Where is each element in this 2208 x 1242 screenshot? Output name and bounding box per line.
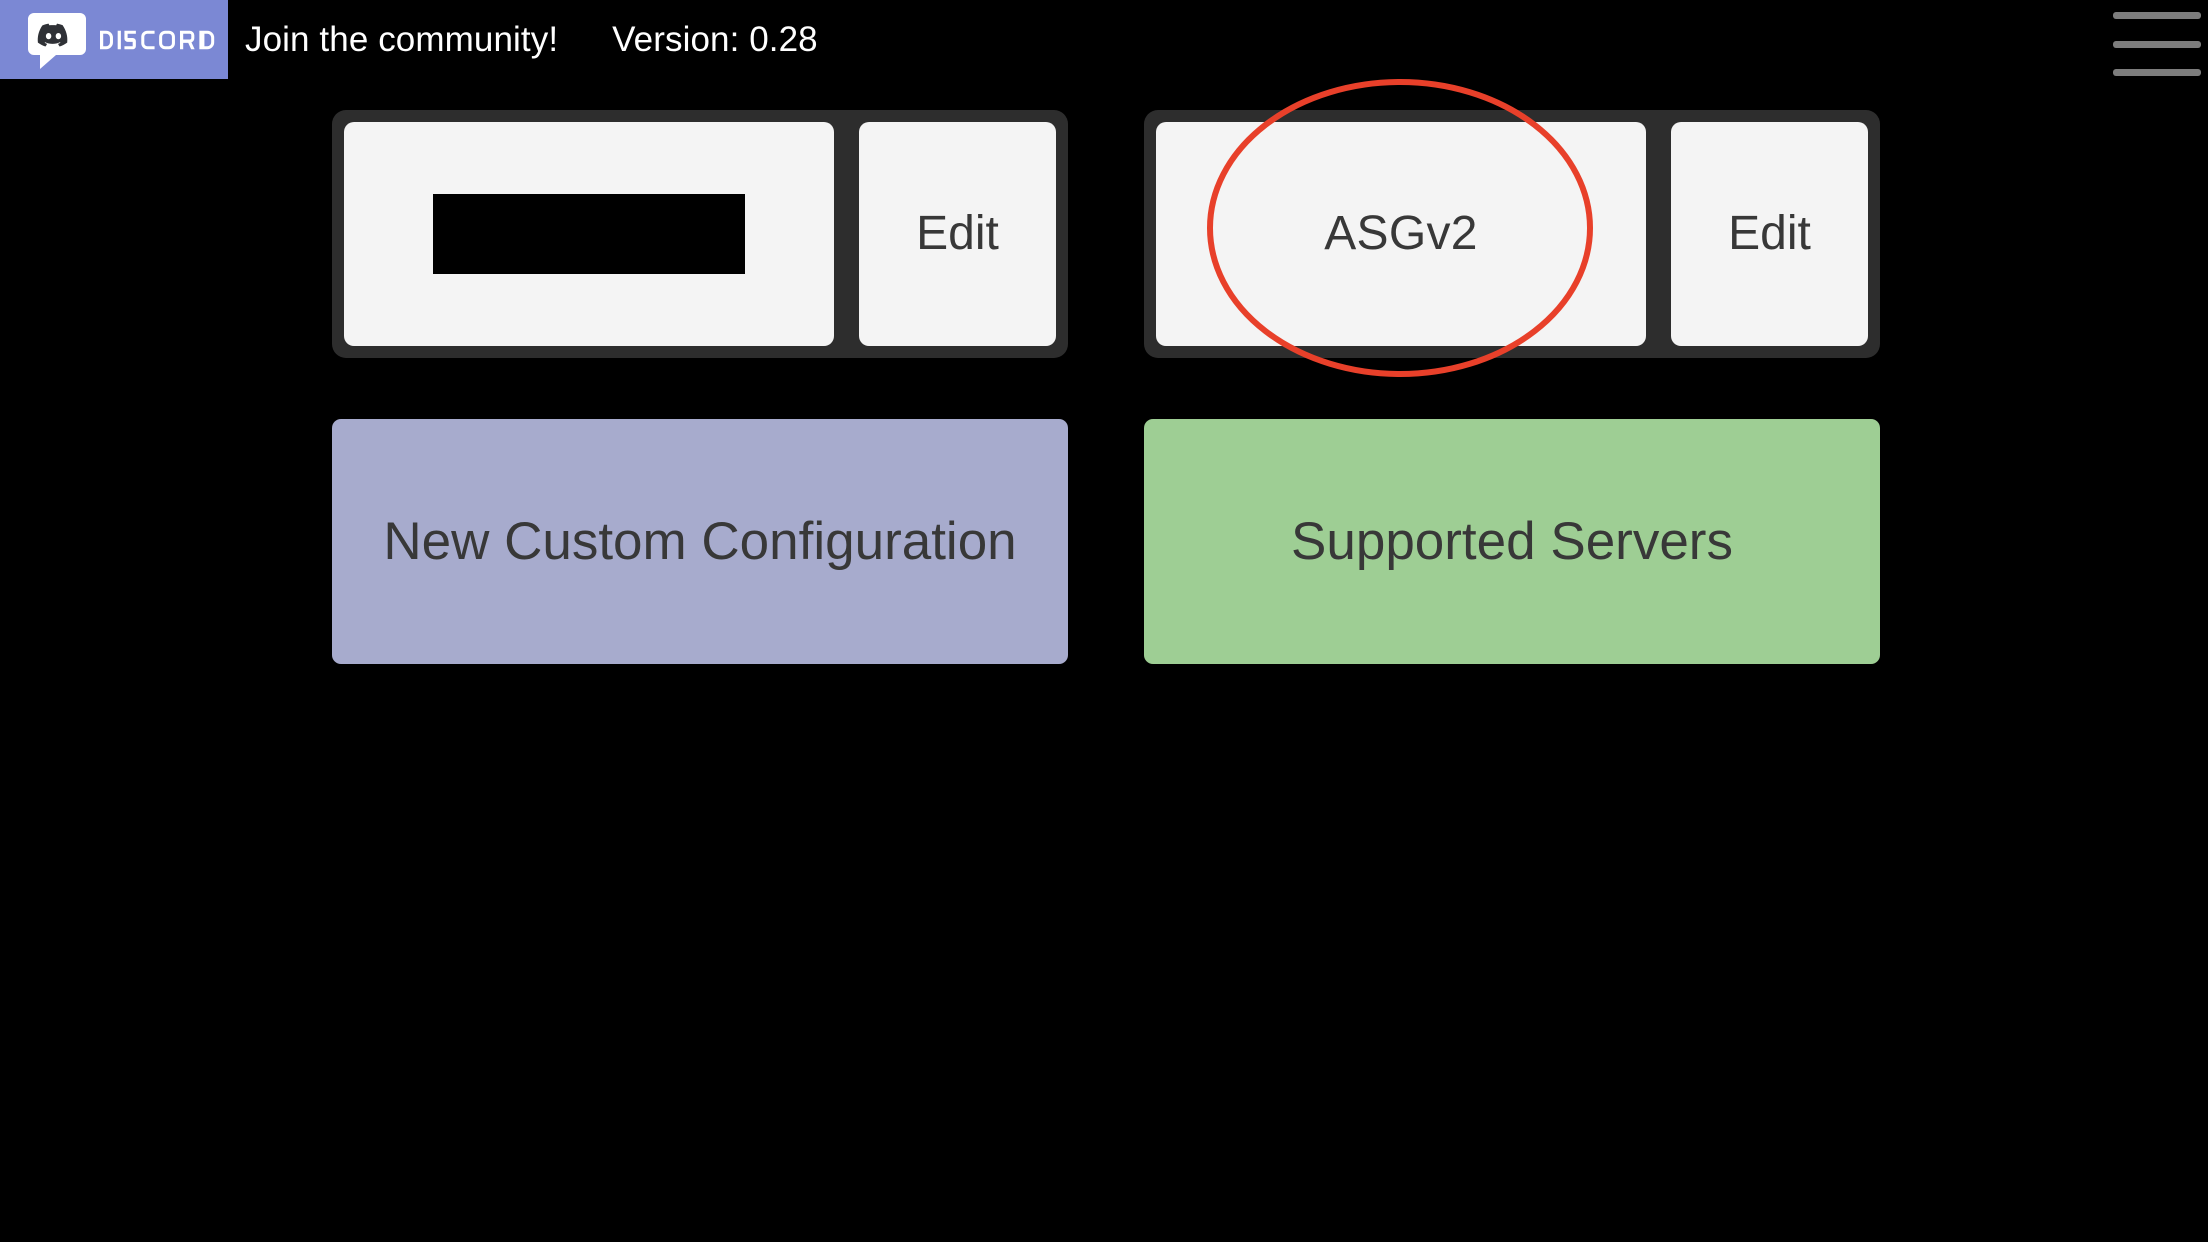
header-status-text: Join the community! Version: 0.28	[245, 0, 818, 79]
hamburger-bar	[2113, 12, 2201, 19]
configuration-list: Edit ASGv2 Edit	[332, 110, 1880, 358]
config-row: ASGv2 Edit	[1144, 110, 1880, 358]
config-name-button[interactable]: ASGv2	[1156, 122, 1646, 346]
hamburger-menu-icon[interactable]	[2113, 8, 2203, 78]
hamburger-bar	[2113, 41, 2201, 48]
community-message: Join the community!	[245, 20, 559, 59]
discord-logo-icon	[26, 9, 88, 71]
config-edit-button[interactable]: Edit	[859, 122, 1056, 346]
version-label: Version: 0.28	[612, 20, 818, 59]
new-custom-configuration-button[interactable]: New Custom Configuration	[332, 419, 1068, 664]
discord-wordmark	[100, 30, 215, 49]
config-edit-label: Edit	[916, 207, 999, 260]
supported-servers-button[interactable]: Supported Servers	[1144, 419, 1880, 664]
hamburger-bar	[2113, 69, 2201, 76]
discord-brand-badge[interactable]	[0, 0, 228, 79]
config-row: Edit	[332, 110, 1068, 358]
config-edit-button[interactable]: Edit	[1671, 122, 1868, 346]
config-name-button[interactable]	[344, 122, 834, 346]
redacted-name-bar	[433, 194, 745, 274]
config-edit-label: Edit	[1728, 207, 1811, 260]
action-button-group: New Custom Configuration Supported Serve…	[332, 419, 1880, 664]
top-bar: Join the community! Version: 0.28	[0, 0, 2208, 82]
config-name-label: ASGv2	[1324, 207, 1478, 260]
